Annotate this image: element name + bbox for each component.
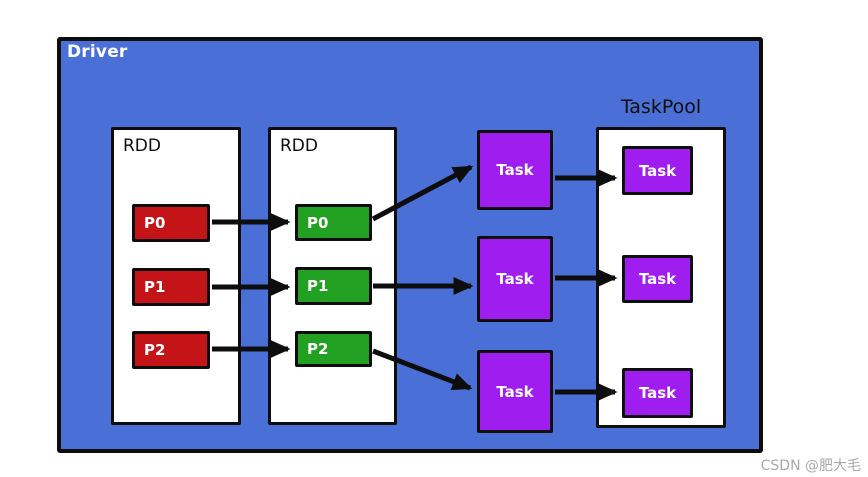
rdd1-partition-p2: P2 — [132, 331, 210, 369]
rdd1-partition-p0: P0 — [132, 204, 210, 242]
csdn-watermark: CSDN @肥大毛 — [760, 458, 861, 474]
rdd2-label: RDD — [280, 136, 318, 156]
taskpool-label: TaskPool — [620, 96, 702, 118]
scheduled-task-2: Task — [477, 236, 553, 322]
scheduled-task-1: Task — [477, 130, 553, 210]
taskpool-task-3: Task — [622, 368, 693, 418]
taskpool-task-2: Task — [622, 255, 693, 303]
rdd2-partition-p2: P2 — [295, 331, 372, 367]
taskpool-task-1: Task — [622, 146, 693, 195]
rdd2-partition-p0: P0 — [295, 204, 372, 241]
driver-label: Driver — [67, 42, 128, 62]
scheduled-task-3: Task — [477, 350, 553, 433]
rdd1-partition-p1: P1 — [132, 268, 210, 306]
rdd1-label: RDD — [123, 136, 161, 156]
rdd2-partition-p1: P1 — [295, 267, 372, 305]
